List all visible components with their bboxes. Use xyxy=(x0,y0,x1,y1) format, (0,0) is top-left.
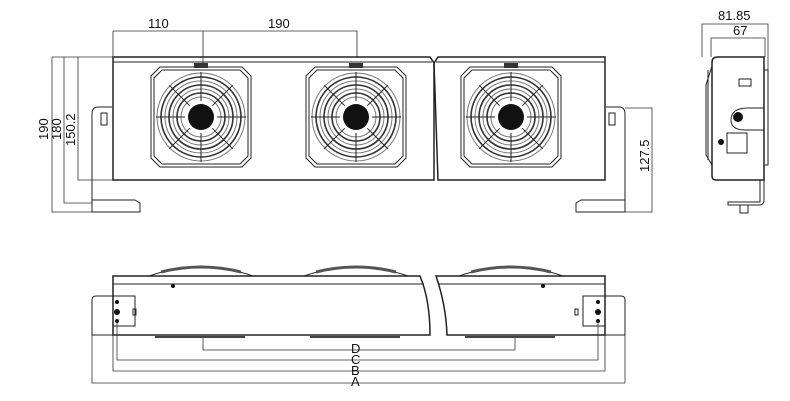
dim-180-height: 180 xyxy=(49,118,64,140)
dim-C: C xyxy=(351,352,360,367)
dim-67: 67 xyxy=(733,23,747,38)
dim-190: 190 xyxy=(268,16,290,31)
body-segment-right xyxy=(433,56,606,181)
dim-150-height: 150.2 xyxy=(63,113,78,146)
fan-dome xyxy=(148,265,254,277)
dim-190-height: 190 xyxy=(36,118,51,140)
dim-127-height: 127.5 xyxy=(637,139,652,172)
front-view: 110 190 190 180 150.2 127.5 xyxy=(36,16,653,213)
dim-110: 110 xyxy=(148,16,169,31)
fan xyxy=(460,63,562,168)
dim-B: B xyxy=(351,363,360,378)
bottom-bracket-right xyxy=(605,295,626,336)
fan-hub xyxy=(343,104,369,130)
bottom-bracket-left xyxy=(91,295,113,336)
dim-A: A xyxy=(351,374,360,389)
body-segment-left xyxy=(112,56,435,181)
bottom-body-left xyxy=(112,275,431,336)
dim-D: D xyxy=(351,341,360,356)
fan-dome xyxy=(458,265,564,277)
screw-icon xyxy=(194,63,208,68)
fan-hub xyxy=(498,104,524,130)
fan xyxy=(305,63,407,168)
bottom-view: D C B A xyxy=(91,265,626,389)
bottom-body-right xyxy=(434,275,606,336)
side-view: 81.85 67 xyxy=(701,8,769,214)
screw-icon xyxy=(504,63,518,68)
side-bracket xyxy=(730,107,764,131)
fan-dome xyxy=(303,265,409,277)
fan-hub xyxy=(188,104,214,130)
dim-81-85: 81.85 xyxy=(718,8,751,23)
fan xyxy=(150,63,252,168)
right-bracket xyxy=(606,106,626,201)
screw-icon xyxy=(349,63,363,68)
fan-group xyxy=(150,63,562,168)
left-bracket xyxy=(91,106,112,201)
